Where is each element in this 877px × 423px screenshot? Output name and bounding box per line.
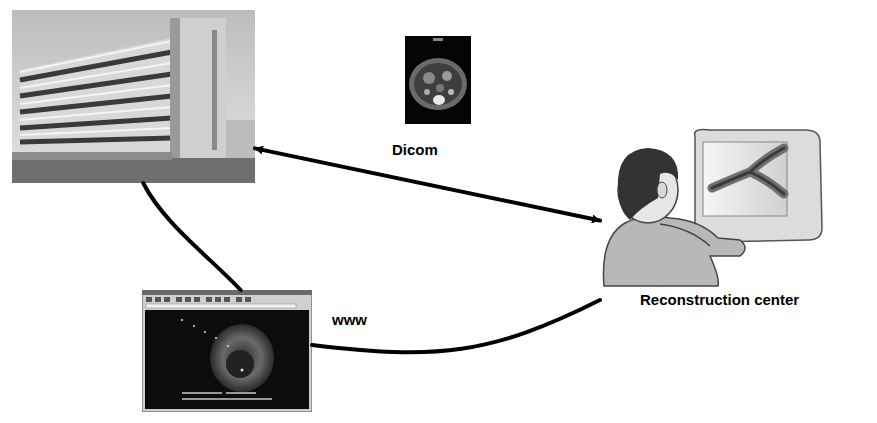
hospital-photo: [12, 10, 255, 183]
connector: [143, 183, 240, 290]
reconstruction-center: Reconstruction center: [600, 128, 845, 313]
browser-screenshot: [142, 290, 312, 412]
edge-label: Dicom: [390, 141, 440, 158]
person-at-monitor: [600, 128, 845, 288]
hospital-building: [12, 10, 255, 183]
node-label: Reconstruction center: [640, 291, 799, 308]
protocol-label: www: [330, 311, 369, 328]
connector: [255, 148, 600, 220]
web-browser: [142, 290, 312, 412]
ct-scan-image: [405, 36, 471, 124]
connector: [312, 300, 600, 352]
